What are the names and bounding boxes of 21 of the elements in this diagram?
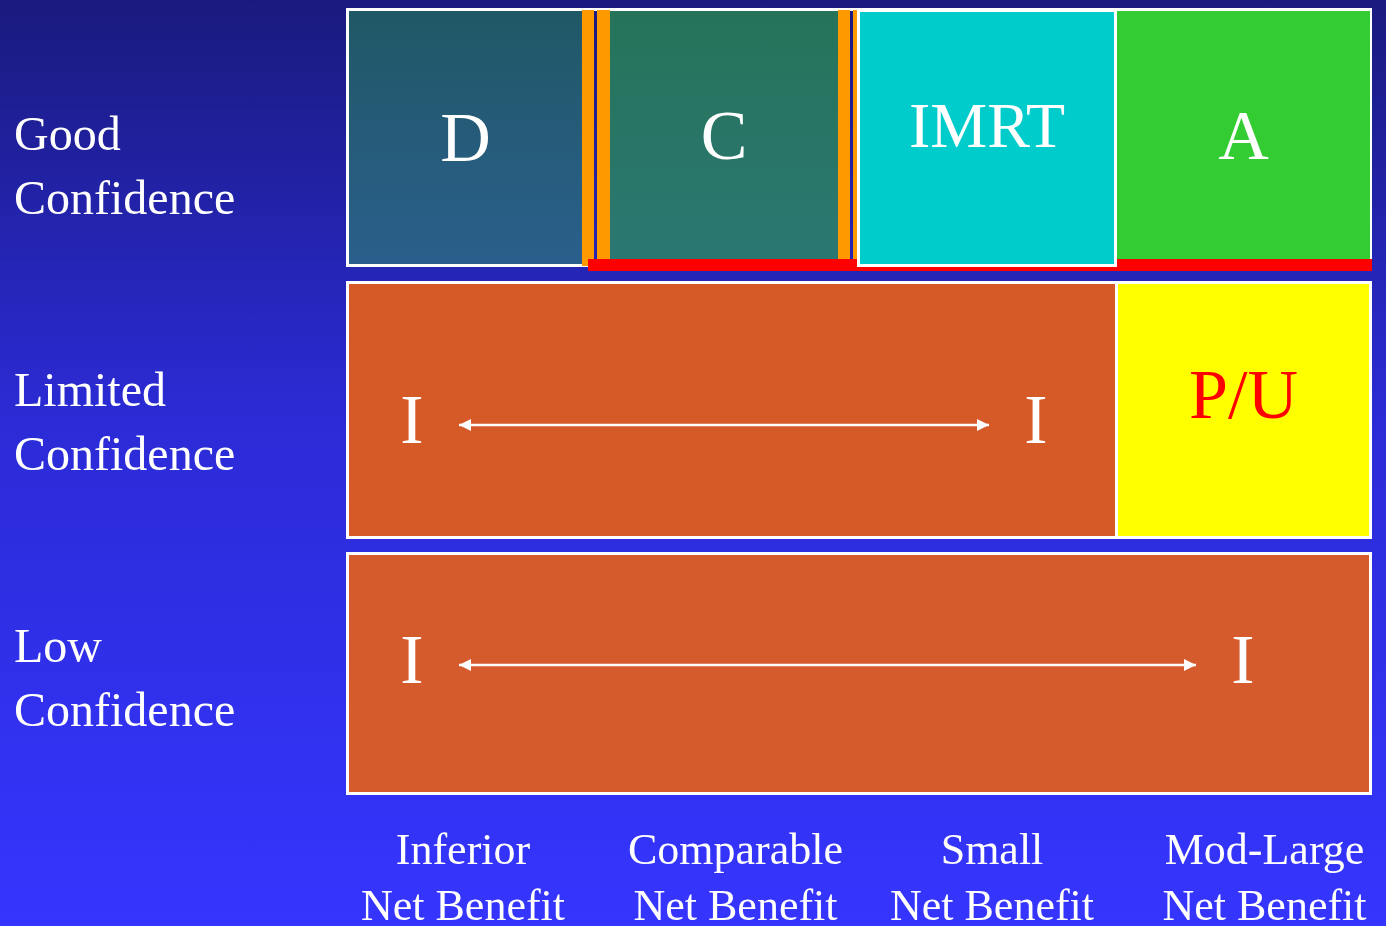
column-label: Inferior Net Benefit <box>359 824 566 926</box>
column-label: Small Net Benefit <box>888 824 1095 926</box>
panel-box <box>346 281 1118 539</box>
panel-box <box>346 8 1372 267</box>
rating-box: IMRT <box>857 9 1117 267</box>
row-label: Limited Confidence <box>14 362 237 482</box>
row-label: Good Confidence <box>14 106 237 226</box>
rating-box: P/U <box>1115 281 1372 539</box>
rating-letter: I <box>1226 625 1260 695</box>
double-arrow <box>459 659 1196 671</box>
rating-letter: I <box>395 625 429 695</box>
rating-letter: I <box>1019 385 1053 455</box>
rating-box: A <box>1117 11 1370 260</box>
rating-box: D <box>349 11 582 264</box>
panel-box <box>346 552 1372 795</box>
double-arrow <box>459 419 989 431</box>
column-label: Comparable Net Benefit <box>626 824 844 926</box>
rating-letter: I <box>395 385 429 455</box>
row-label: Low Confidence <box>14 618 237 738</box>
column-label: Mod-Large Net Benefit <box>1161 824 1368 926</box>
rating-box: C <box>610 11 838 260</box>
